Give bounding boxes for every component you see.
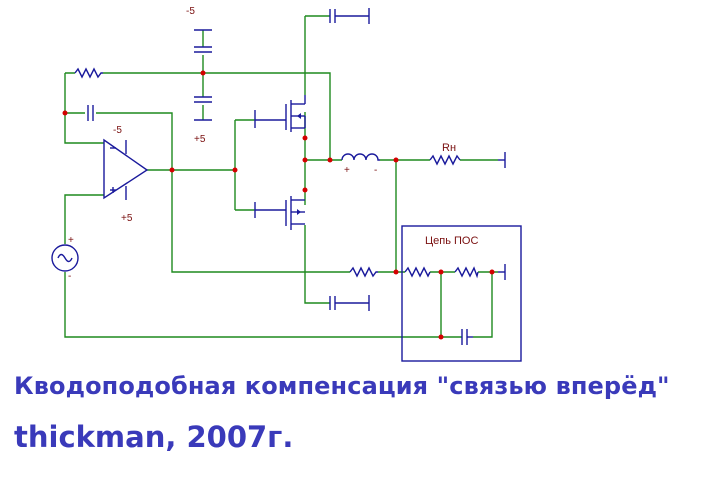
feedback-ground [498,264,506,280]
load-resistor-label: Rн [442,142,456,154]
top-mosfet [254,95,306,132]
cap-supply-top-label: -5 [186,6,195,17]
bottom-resistor [349,266,378,278]
svg-text:-: - [374,165,377,176]
bottom-mosfet-arrow [297,209,301,215]
feedback-box [401,225,522,362]
feedback-resistor-2 [454,266,479,279]
feedback-resistor [74,67,103,79]
supply-capacitors [194,29,212,121]
caption-author: thickman, 2007г. [14,420,294,454]
feedback-capacitor-2 [461,329,473,345]
circuit-schematic: -5 +5 -5 +5 + - [51,6,522,362]
ac-source: + - [51,235,79,282]
bottom-mosfet [254,196,305,230]
opamp [103,138,149,200]
feedback-resistor-1 [404,266,431,278]
junction-nodes [62,70,495,340]
opamp-supply-bottom-label: +5 [121,213,133,224]
bottom-supply-capacitor [329,295,370,311]
svg-text:+: + [344,165,350,176]
load-ground [498,152,506,168]
top-supply-capacitor [329,8,370,24]
feedback-box-label: Цепь ПОС [425,235,478,247]
inductor: + - [341,153,380,176]
wires [64,15,498,338]
top-mosfet-arrow [297,113,301,119]
cap-supply-bottom-label: +5 [194,134,206,145]
svg-text:-: - [68,271,71,282]
caption-title: Кводоподобная компенсация "связью вперёд… [14,372,670,400]
feedback-capacitor [87,105,94,121]
svg-text:+: + [68,235,74,246]
load-resistor [429,154,461,166]
opamp-supply-top-label: -5 [113,125,122,136]
